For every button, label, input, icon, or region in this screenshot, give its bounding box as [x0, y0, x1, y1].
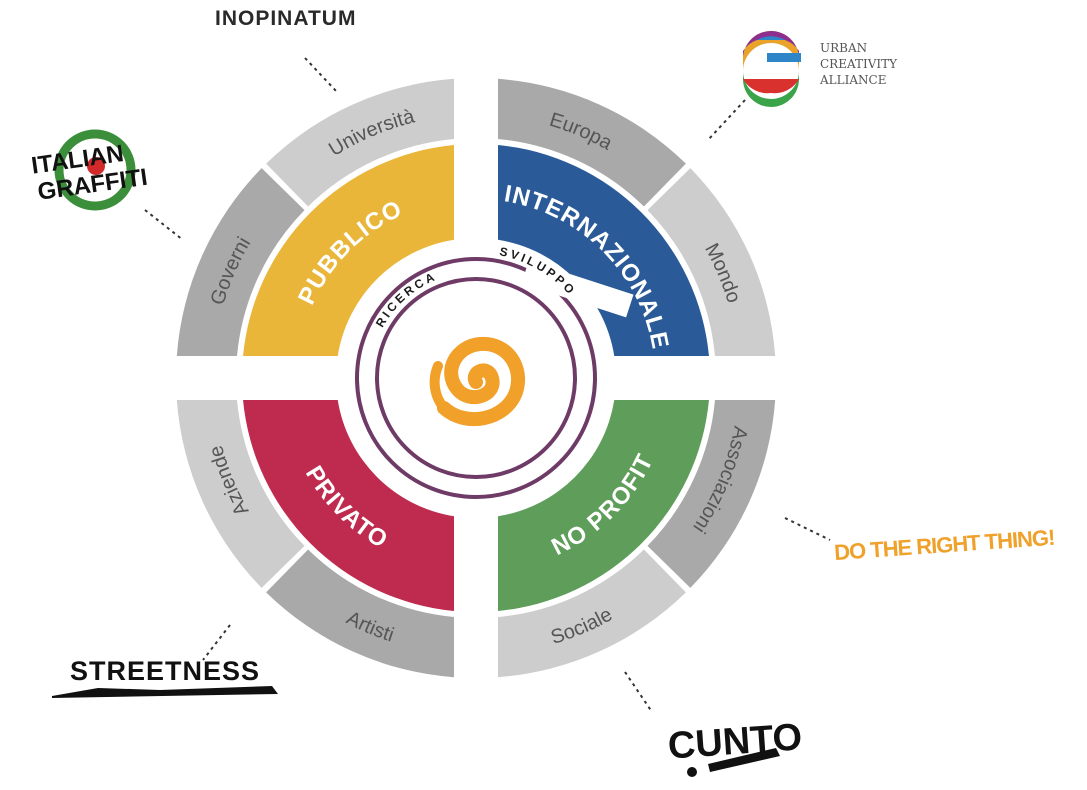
- urban-creativity-line2: CREATIVITY: [820, 57, 898, 71]
- italian-graffiti-dot: [87, 157, 105, 175]
- urban-creativity-line1: URBAN: [820, 41, 867, 55]
- band-pubblico: [243, 145, 454, 356]
- streetness-wordmark: STREETNESS: [70, 656, 260, 686]
- italian-graffiti-logo: ITALIAN GRAFFITI: [30, 129, 149, 211]
- streetness-stripe: [52, 686, 278, 698]
- ring-segment-universita: [266, 78, 454, 207]
- italian-graffiti-ring: [54, 129, 136, 211]
- cunto-logo: CUNTO: [667, 716, 804, 777]
- ring-segment-aziende: [176, 400, 305, 588]
- ring-segment-mondo: [647, 168, 776, 356]
- ring-segment-artisti: [266, 549, 454, 678]
- core-gap-outer: [521, 260, 634, 318]
- band-privato: [243, 400, 454, 611]
- do-the-right-thing-wordmark: DO THE RIGHT THING!: [833, 525, 1055, 565]
- core-ring-outer: [355, 257, 597, 499]
- ring-segment-associazioni: [647, 400, 776, 588]
- ring-segment-sociale: [498, 549, 686, 678]
- label-ricerca: RICERCA: [373, 269, 439, 330]
- cunto-dot: [687, 767, 697, 777]
- urban-creativity-line3: ALLIANCE: [819, 73, 886, 87]
- ring-segment-governi: [176, 168, 305, 356]
- spiral-logo: [429, 336, 526, 427]
- band-no-profit: [498, 400, 709, 611]
- cunto-underline: [708, 748, 780, 772]
- outer-ring: [176, 78, 776, 678]
- core-ring-inner: [375, 277, 577, 479]
- urban-creativity-mark: [743, 31, 801, 107]
- inopinatum-wordmark: INOPINATUM: [215, 7, 356, 30]
- quadrant-bands: [243, 145, 709, 611]
- ring-segment-europa: [498, 78, 686, 207]
- streetness-logo: STREETNESS: [52, 656, 278, 698]
- band-internazionale: [498, 145, 709, 356]
- connector-lines: [144, 57, 831, 713]
- urban-creativity-logo: URBAN CREATIVITY ALLIANCE: [743, 31, 898, 107]
- do-the-right-thing-logo: DO THE RIGHT THING!: [833, 525, 1055, 565]
- inopinatum-logo: INOPINATUM: [215, 7, 356, 30]
